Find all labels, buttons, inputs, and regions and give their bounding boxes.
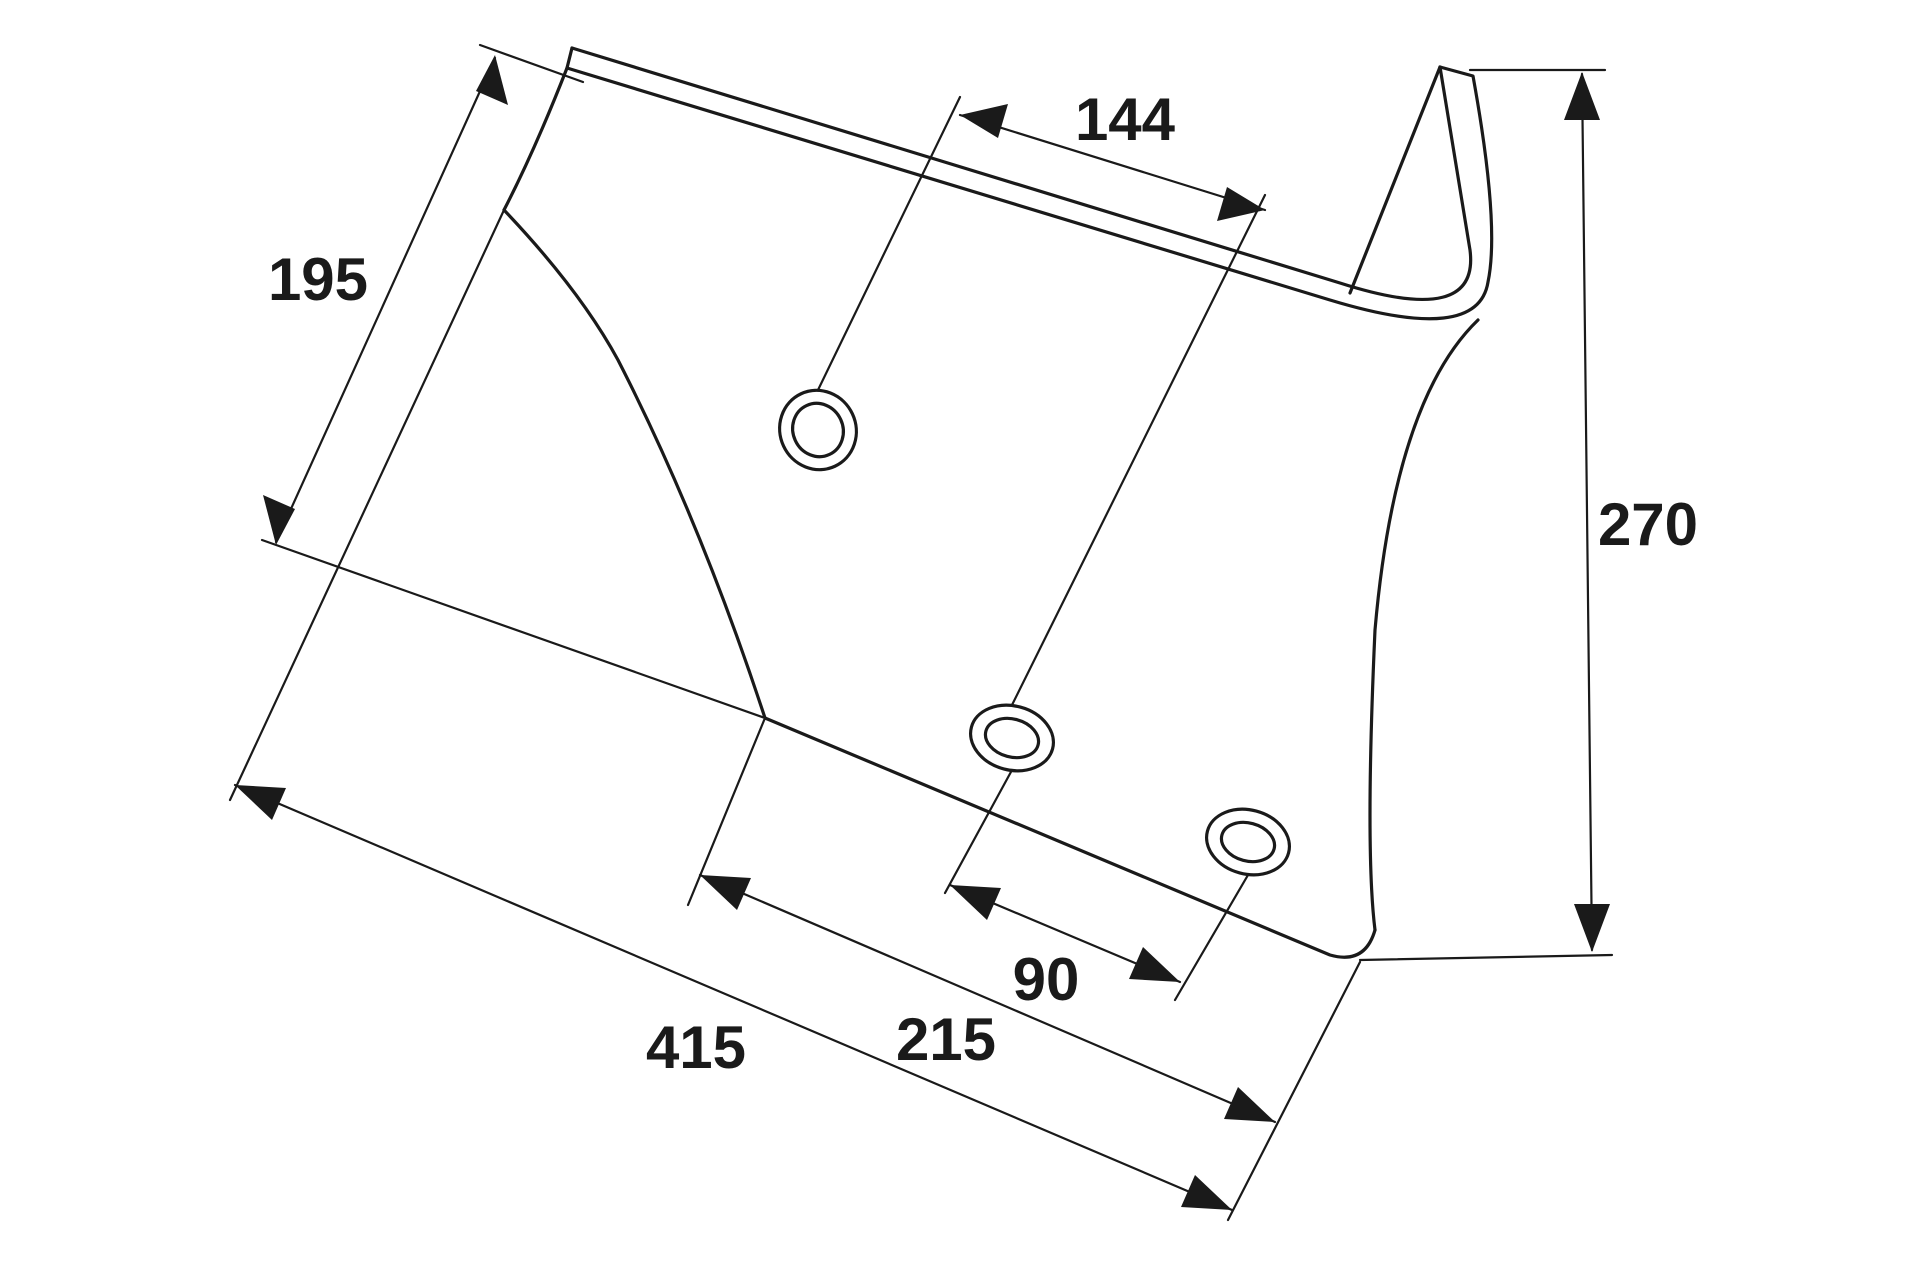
right-side-curve [1368, 318, 1480, 932]
dimension-270 [1564, 72, 1610, 952]
left-bevel-top [502, 66, 569, 212]
dimension-215 [698, 873, 1277, 1124]
dimension-90 [948, 883, 1182, 984]
blade-part-outline [260, 46, 1494, 959]
dimension-label-90: 90 [1013, 946, 1080, 1013]
bolt-hole-bottom [1204, 807, 1292, 877]
top-edge-outer [570, 46, 1473, 302]
cutting-edge-extension [260, 538, 767, 720]
left-top-corner [565, 46, 574, 70]
bolt-hole-top [778, 388, 858, 472]
dimension-144 [958, 104, 1267, 221]
top-edge-inner [565, 65, 1494, 321]
bolt-holes [778, 388, 1292, 877]
dimension-label-144: 144 [1075, 86, 1176, 153]
extension-lines [228, 43, 1614, 1222]
dimension-label-415: 415 [646, 1014, 746, 1081]
bolt-hole-middle [968, 703, 1056, 773]
dimension-195 [263, 55, 508, 545]
bottom-tip [763, 716, 1377, 959]
dimension-415 [233, 783, 1234, 1212]
dimension-label-270: 270 [1598, 491, 1698, 558]
dimension-label-195: 195 [268, 246, 368, 313]
dimension-label-215: 215 [896, 1006, 996, 1073]
rear-upright-edge [1348, 65, 1442, 295]
left-bevel-curve [502, 208, 767, 720]
